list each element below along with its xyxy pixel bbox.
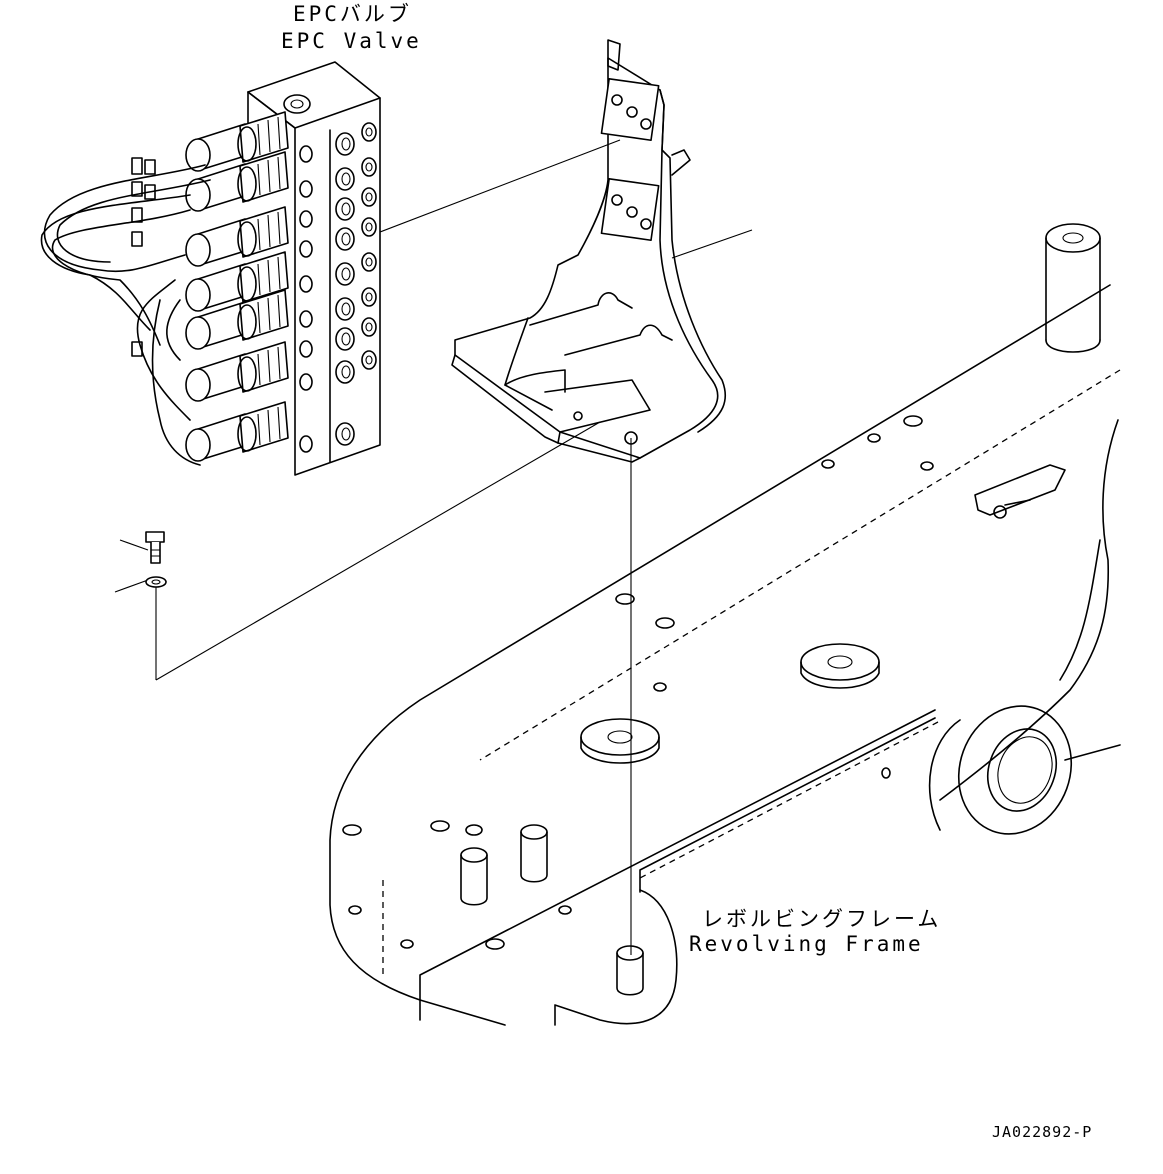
valve-port [299,252,377,293]
solenoid [185,289,289,350]
valve-port [299,217,377,258]
epc-valve-label-en: EPC Valve [281,29,422,53]
solenoid [185,206,289,267]
epc-valve-label-jp: EPCバルブ [293,2,412,26]
drawing-code: JA022892-P [992,1123,1093,1141]
solenoid [185,401,289,462]
solenoid [185,111,289,172]
bolt-and-washer [145,531,167,588]
valve-bracket [451,39,726,463]
valve-port [299,187,377,228]
valve-port [299,287,377,328]
revolving-frame [329,223,1121,1026]
valve-port [299,422,355,453]
revolving-frame-label-en: Revolving Frame [689,932,924,956]
solenoid [185,251,289,312]
solenoid [185,151,289,212]
epc-valve [40,61,381,476]
valve-port [299,122,377,163]
solenoid [185,341,289,402]
valve-port [299,317,377,358]
valve-port [299,350,377,391]
leader-lines [114,139,753,955]
valve-port [299,157,377,198]
revolving-frame-label-jp: レボルビングフレーム [702,907,942,931]
